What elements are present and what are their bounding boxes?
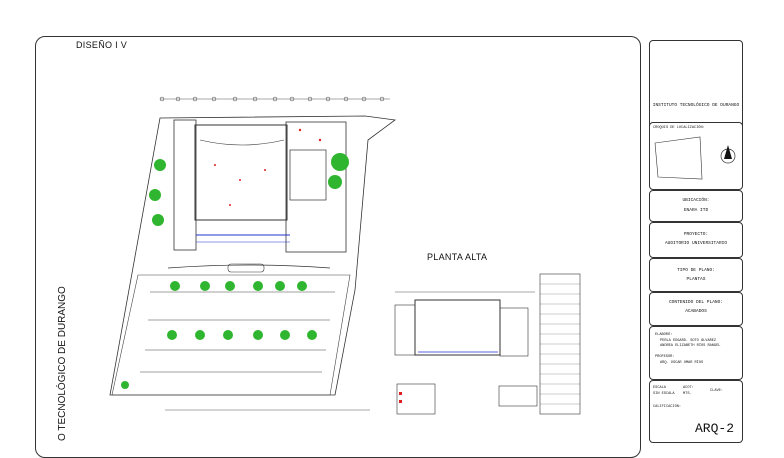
contenido-box: CONTENIDO DEL PLANO: ACABADOS xyxy=(649,292,743,326)
proyecto-value: AUDITORIO UNIVERSITARIO xyxy=(664,241,728,246)
location-label: CROQUIS DE LOCALIZACIÓN: xyxy=(653,126,705,130)
elaboro-label: ELABORÓ: xyxy=(655,333,673,337)
calificacion-label: CALIFICACIÓN: xyxy=(653,405,682,409)
ubicacion-box: UBICACIÓN: ENARA ITD xyxy=(649,190,743,222)
acot-label: ACOT: xyxy=(683,386,694,390)
elaboro-name-2: ANDREA ELIZABETH RÍOS RANGEL xyxy=(660,344,721,348)
location-sketch xyxy=(654,136,736,180)
title-block: INSTITUTO TECNOLÓGICO DE DURANGO CROQUIS… xyxy=(649,40,743,443)
ubicacion-value: ENARA ITD xyxy=(683,208,709,213)
institution-box: INSTITUTO TECNOLÓGICO DE DURANGO xyxy=(649,40,743,132)
drawing-sheet: DISEÑO I V O TECNOLÓGICO DE DURANGO PLAN… xyxy=(35,36,743,458)
profesor-value: ARQ. OSCAR OMAR RÍOS xyxy=(660,361,704,365)
plan-label: PLANTA ALTA xyxy=(427,252,488,262)
clave-label: CLAVE: xyxy=(710,389,723,393)
acot-value: MTS. xyxy=(683,392,692,396)
institution-name: INSTITUTO TECNOLÓGICO DE DURANGO xyxy=(652,103,740,108)
tipo-value: PLANTAS xyxy=(686,277,706,282)
profesor-label: PROFESOR: xyxy=(655,355,675,359)
contenido-label: CONTENIDO DEL PLANO: xyxy=(668,300,723,305)
escala-value: SIN ESCALA xyxy=(653,392,675,396)
contenido-value: ACABADOS xyxy=(685,309,707,314)
location-sketch-box: CROQUIS DE LOCALIZACIÓN: xyxy=(649,122,743,190)
scale-box: ESCALA SIN ESCALA ACOT: MTS. CLAVE: CALI… xyxy=(649,380,743,443)
elaboro-name-1: PERLA EDGARD. SOTO ÁLVAREZ xyxy=(660,339,717,343)
site-floor-plan xyxy=(109,96,581,415)
sheet-number: ARQ-2 xyxy=(695,421,735,436)
elaboro-box: ELABORÓ: PERLA EDGARD. SOTO ÁLVAREZ ANDR… xyxy=(649,326,743,380)
tipo-box: TIPO DE PLANO: PLANTAS xyxy=(649,258,743,292)
tipo-label: TIPO DE PLANO: xyxy=(677,268,715,273)
sheet-title: DISEÑO I V xyxy=(76,40,128,50)
proyecto-box: PROYECTO: AUDITORIO UNIVERSITARIO xyxy=(649,222,743,258)
ubicacion-label: UBICACIÓN: xyxy=(682,198,710,203)
escala-label: ESCALA xyxy=(653,386,666,390)
proyecto-label: PROYECTO: xyxy=(683,232,709,237)
